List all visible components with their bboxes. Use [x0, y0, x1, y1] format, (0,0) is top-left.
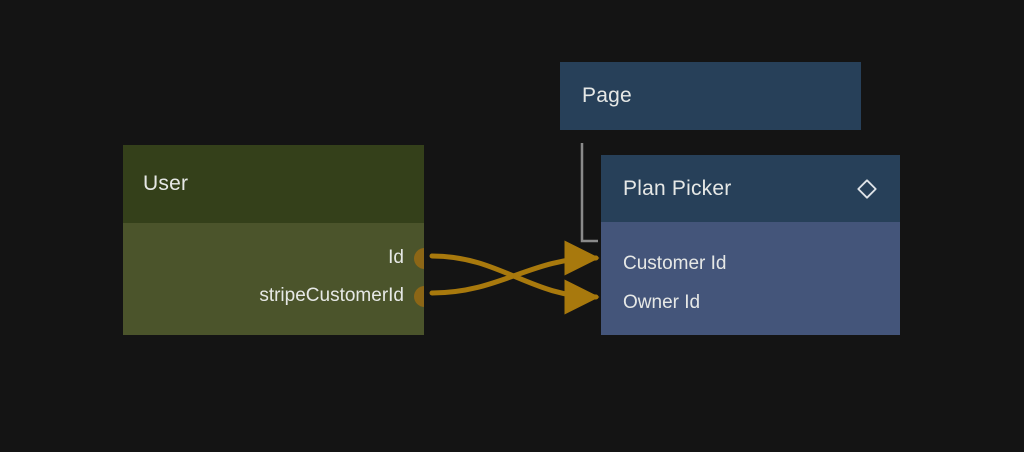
diamond-icon[interactable] [856, 178, 878, 200]
node-page-header: Page [560, 62, 861, 130]
node-user-field-label: Id [388, 247, 404, 268]
node-plan-picker[interactable]: Plan Picker Customer Id Owner Id [601, 155, 900, 335]
node-user[interactable]: User Id stripeCustomerId [123, 145, 424, 335]
edge-stripecustomerid-to-customer-id [429, 240, 600, 296]
edge-page-to-plan-picker [580, 143, 598, 243]
node-user-title: User [143, 172, 189, 195]
port-dot-icon[interactable] [414, 285, 424, 307]
node-user-header: User [123, 145, 424, 223]
node-plan-picker-title: Plan Picker [623, 176, 732, 200]
field-row[interactable]: Id [123, 239, 424, 277]
port-dot-icon[interactable] [414, 247, 424, 269]
node-page-title: Page [582, 84, 632, 107]
node-plan-picker-field-label: Owner Id [623, 291, 701, 313]
node-page[interactable]: Page [560, 62, 861, 130]
field-row[interactable]: stripeCustomerId [123, 277, 424, 315]
edge-id-to-owner-id [429, 253, 600, 315]
field-row[interactable]: Owner Id [601, 283, 900, 322]
node-user-field-label: stripeCustomerId [259, 285, 404, 306]
field-row[interactable]: Customer Id [601, 244, 900, 283]
node-plan-picker-field-label: Customer Id [623, 252, 727, 274]
node-user-body: Id stripeCustomerId [123, 223, 424, 335]
node-plan-picker-header: Plan Picker [601, 155, 900, 222]
node-plan-picker-body: Customer Id Owner Id [601, 222, 900, 335]
